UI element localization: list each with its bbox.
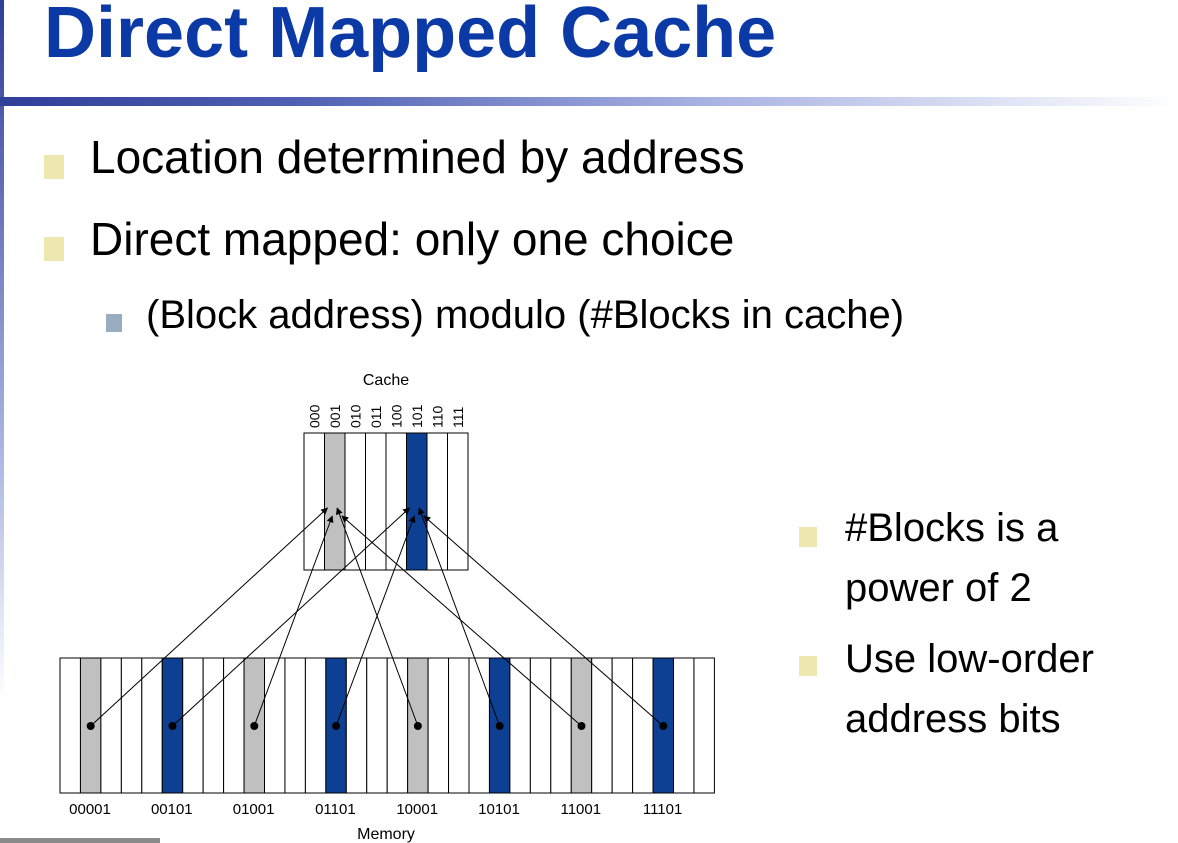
cache-block bbox=[344, 432, 366, 571]
memory-block bbox=[386, 657, 409, 794]
memory-block bbox=[141, 657, 163, 794]
mapping-arrow bbox=[418, 507, 501, 727]
memory-block bbox=[673, 657, 695, 794]
cache-index-label: 010 bbox=[347, 404, 363, 428]
cache-block bbox=[447, 432, 469, 571]
side-bullet-marker bbox=[799, 527, 817, 547]
memory-address-label: 10001 bbox=[396, 801, 438, 818]
memory-block bbox=[468, 657, 490, 794]
mapping-arrows bbox=[90, 507, 664, 727]
mapping-arrow bbox=[336, 507, 419, 727]
cache-index-label: 001 bbox=[327, 404, 343, 428]
sub-bullet-text: (Block address) modulo (#Blocks in cache… bbox=[146, 293, 905, 337]
memory-block bbox=[366, 657, 388, 794]
mapping-arrow bbox=[172, 507, 411, 727]
cache-index-label: 011 bbox=[368, 405, 384, 428]
cache-index-label: 101 bbox=[409, 404, 425, 428]
side-bullet-text: #Blocks is a power of 2 bbox=[845, 500, 1058, 616]
memory-block bbox=[611, 657, 634, 794]
slide-title: Direct Mapped Cache bbox=[44, 0, 777, 73]
memory-block bbox=[529, 657, 552, 794]
side-bullet-line: Use low-order bbox=[845, 637, 1094, 681]
memory-block bbox=[304, 657, 327, 794]
memory-address-label: 11001 bbox=[560, 801, 601, 818]
side-bullet-line: address bits bbox=[845, 697, 1061, 741]
mapping-arrow bbox=[335, 515, 416, 727]
memory-block bbox=[182, 657, 204, 794]
side-bullet-line: #Blocks is a bbox=[845, 506, 1059, 550]
memory-block bbox=[223, 657, 245, 794]
memory-block bbox=[284, 657, 306, 794]
bullet-marker bbox=[44, 155, 64, 179]
memory-block bbox=[632, 657, 654, 794]
memory-block bbox=[120, 657, 143, 794]
cache-cells bbox=[303, 432, 469, 571]
mapping-arrow bbox=[423, 515, 664, 727]
side-bullet-marker bbox=[799, 656, 817, 676]
bottom-progress-bar bbox=[0, 838, 160, 843]
memory-address-label: 10101 bbox=[478, 801, 520, 818]
memory-block bbox=[427, 657, 450, 794]
bullet-text: Location determined by address bbox=[90, 131, 745, 183]
memory-block bbox=[448, 657, 470, 794]
memory-block bbox=[264, 657, 286, 794]
sub-bullet-marker bbox=[106, 314, 122, 332]
memory-block bbox=[100, 657, 122, 794]
left-accent-rule bbox=[0, 0, 4, 700]
mapping-arrow bbox=[90, 507, 329, 727]
memory-block bbox=[550, 657, 572, 794]
mapping-arrow bbox=[253, 515, 334, 727]
bullet-marker bbox=[44, 237, 64, 261]
cache-block bbox=[365, 432, 387, 571]
memory-address-labels: 00001 00101 01001 01101 10001 10101 11001 11101 bbox=[69, 801, 682, 818]
cache-block bbox=[426, 432, 448, 571]
cache-index-label: 111 bbox=[450, 407, 466, 428]
memory-block bbox=[345, 657, 368, 794]
memory-address-label: 11101 bbox=[643, 801, 683, 818]
memory-block bbox=[202, 657, 225, 794]
cache-block bbox=[385, 432, 407, 571]
memory-block bbox=[693, 657, 715, 794]
memory-block bbox=[59, 657, 81, 794]
cache-block bbox=[303, 432, 325, 571]
title-underline bbox=[0, 97, 1178, 106]
memory-address-label: 01101 bbox=[315, 801, 356, 818]
memory-address-label: 00101 bbox=[151, 801, 193, 818]
cache-label: Cache bbox=[363, 372, 409, 389]
bullet-text: Direct mapped: only one choice bbox=[90, 213, 735, 265]
memory-address-label: 00001 bbox=[69, 801, 111, 818]
cache-index-label: 110 bbox=[429, 405, 445, 428]
memory-label: Memory bbox=[357, 826, 415, 843]
cache-index-label: 000 bbox=[306, 404, 322, 428]
mapping-arrow bbox=[341, 515, 582, 727]
memory-cells bbox=[59, 657, 715, 794]
cache-block bbox=[406, 432, 428, 571]
cache-block bbox=[324, 432, 346, 571]
side-bullet-text: Use low-order address bits bbox=[845, 631, 1094, 747]
memory-address-label: 01001 bbox=[233, 801, 275, 818]
side-bullet-line: power of 2 bbox=[845, 566, 1032, 610]
cache-index-label: 100 bbox=[388, 404, 404, 428]
